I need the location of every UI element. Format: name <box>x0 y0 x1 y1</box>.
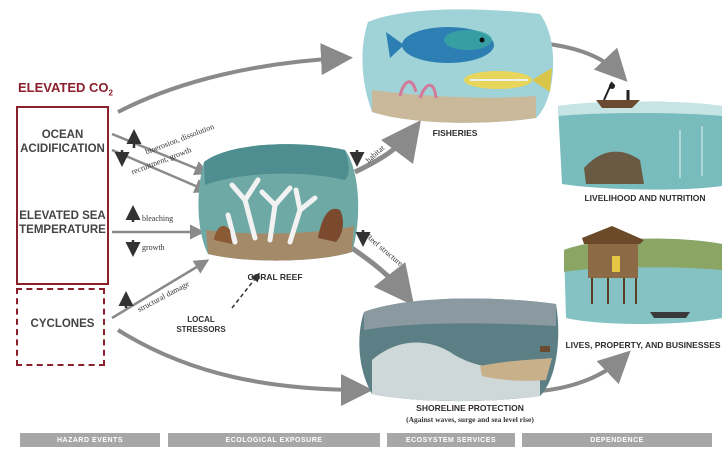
arrow-cyclones-to-shoreline <box>118 330 365 390</box>
local-stressors-label: LOCAL STRESSORS <box>176 315 226 335</box>
arrow-cyclone-to-reef <box>112 262 205 318</box>
ocean-acidification-label: OCEAN ACIDIFICATION <box>18 128 107 156</box>
footer-dependence: DEPENDENCE <box>522 433 712 447</box>
growth-label: growth <box>142 243 165 252</box>
elevated-co2-text: ELEVATED CO <box>18 80 109 95</box>
livelihood-caption: LIVELIHOOD AND NUTRITION <box>570 193 720 203</box>
shoreline-protection-caption: SHORELINE PROTECTION <box>395 403 545 413</box>
elevated-co2-title: ELEVATED CO2 <box>18 80 113 98</box>
footer-hazard-events: HAZARD EVENTS <box>20 433 160 447</box>
footer-ecological-exposure: ECOLOGICAL EXPOSURE <box>168 433 380 447</box>
shoreline-protection-note: (Against waves, surge and sea level rise… <box>370 415 570 424</box>
fisheries-illustration <box>362 9 553 122</box>
footer-ecosystem-services: ECOSYSTEM SERVICES <box>387 433 515 447</box>
lives-illustration <box>564 226 722 324</box>
shoreline-illustration <box>359 298 558 401</box>
fisheries-caption: FISHERIES <box>410 128 500 138</box>
coral-reef-illustration <box>198 144 358 260</box>
arrow-co2-to-fisheries <box>118 58 345 112</box>
lives-property-caption: LIVES, PROPERTY, AND BUSINESSES <box>563 340 723 350</box>
bleaching-label: bleaching <box>142 214 173 223</box>
coral-reef-caption: CORAL REEF <box>230 272 320 282</box>
co2-subscript: 2 <box>109 89 113 98</box>
livelihood-illustration <box>558 82 722 190</box>
elevated-sea-temperature-label: ELEVATED SEA TEMPERATURE <box>18 209 107 237</box>
cyclones-label: CYCLONES <box>18 317 107 331</box>
arrow-fisheries-to-livelihood <box>548 44 622 76</box>
